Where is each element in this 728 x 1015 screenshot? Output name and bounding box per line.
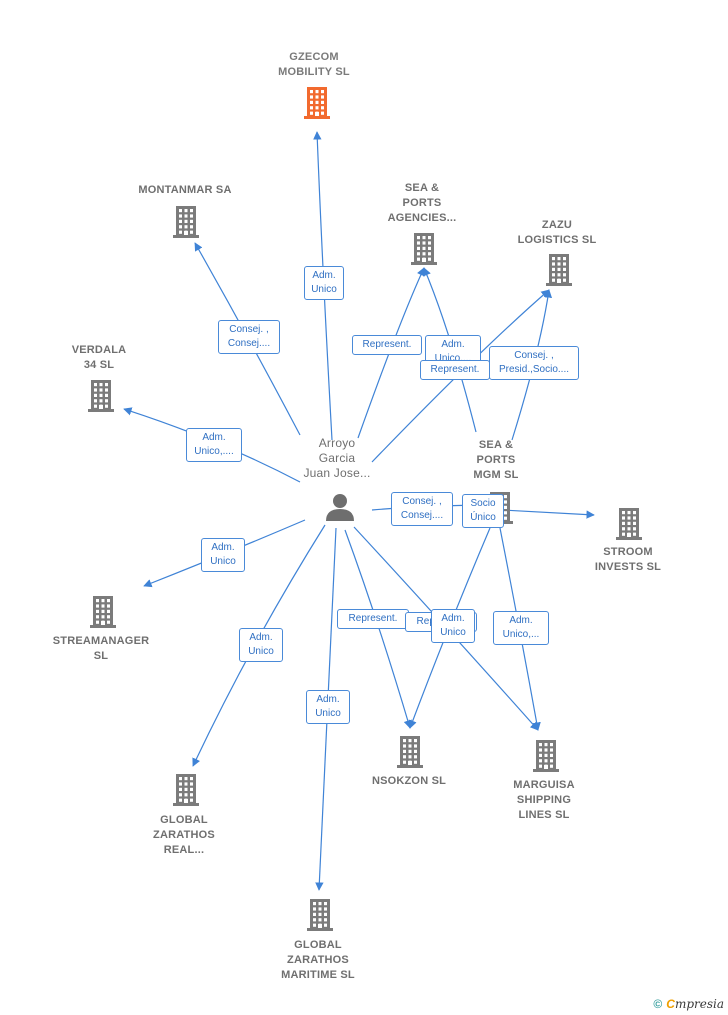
edge-label-person-to-zazu[interactable]: Represent. bbox=[420, 360, 490, 380]
edge-label-person-to-gz_real[interactable]: Adm. Unico bbox=[239, 628, 283, 662]
person-icon bbox=[326, 494, 354, 521]
edge-person-to-nsokzon bbox=[344, 529, 412, 729]
edge-label-seaports_mgm-to-stroom[interactable]: Socio Único bbox=[462, 494, 504, 528]
edge-label-person-to-seaports_mgm[interactable]: Consej. , Consej.... bbox=[391, 492, 453, 526]
node-label-seaports_agencies[interactable]: SEA & PORTS AGENCIES... bbox=[387, 182, 457, 224]
building-icon bbox=[411, 233, 437, 265]
copyright-symbol: © bbox=[653, 997, 663, 1011]
node-label-gz_real[interactable]: GLOBAL ZARATHOS REAL... bbox=[153, 814, 215, 856]
edge-label-person-to-verdala[interactable]: Adm. Unico,.... bbox=[186, 428, 242, 462]
building-icon bbox=[616, 508, 642, 540]
brand-initial: C bbox=[666, 997, 675, 1011]
building-icon bbox=[173, 206, 199, 238]
edge-label-seaports_mgm-to-zazu[interactable]: Consej. , Presid.,Socio.... bbox=[489, 346, 579, 380]
edge-label-seaports_mgm-to-nsokzon[interactable]: Adm. Unico bbox=[431, 609, 475, 643]
edge-label-person-to-montanmar[interactable]: Consej. , Consej.... bbox=[218, 320, 280, 354]
edge-label-person-to-streamanager[interactable]: Adm. Unico bbox=[201, 538, 245, 572]
edge-label-person-to-gz_maritime[interactable]: Adm. Unico bbox=[306, 690, 350, 724]
node-label-nsokzon[interactable]: NSOKZON SL bbox=[371, 775, 447, 787]
node-label-zazu[interactable]: ZAZU LOGISTICS SL bbox=[517, 219, 597, 246]
edge-label-person-to-gzecom[interactable]: Adm. Unico bbox=[304, 266, 344, 300]
brand-name: mpresia bbox=[674, 997, 724, 1011]
node-label-person[interactable]: Arroyo Garcia Juan Jose... bbox=[303, 436, 371, 480]
node-label-verdala[interactable]: VERDALA 34 SL bbox=[71, 344, 127, 371]
node-label-gz_maritime[interactable]: GLOBAL ZARATHOS MARITIME SL bbox=[281, 939, 355, 981]
nodes-layer bbox=[88, 87, 642, 931]
edge-label-person-to-nsokzon[interactable]: Represent. bbox=[337, 609, 409, 629]
node-label-stroom[interactable]: STROOM INVESTS SL bbox=[594, 546, 662, 573]
edge-label-person-to-seaports_agencies[interactable]: Represent. bbox=[352, 335, 422, 355]
node-label-montanmar[interactable]: MONTANMAR SA bbox=[138, 184, 232, 196]
footer-brand: ©Cmpresia bbox=[653, 997, 724, 1011]
building-icon bbox=[88, 380, 114, 412]
node-label-streamanager[interactable]: STREAMANAGER SL bbox=[52, 635, 150, 662]
building-icon bbox=[90, 596, 116, 628]
building-icon bbox=[546, 254, 572, 286]
edge-seaports_mgm-to-stroom bbox=[501, 509, 595, 519]
edge-label-seaports_mgm-to-marguisa[interactable]: Adm. Unico,... bbox=[493, 611, 549, 645]
building-icon bbox=[533, 740, 559, 772]
building-icon bbox=[397, 736, 423, 768]
building-icon bbox=[307, 899, 333, 931]
building-icon bbox=[304, 87, 330, 119]
node-label-marguisa[interactable]: MARGUISA SHIPPING LINES SL bbox=[513, 779, 575, 821]
node-label-seaports_mgm[interactable]: SEA & PORTS MGM SL bbox=[473, 439, 519, 481]
building-icon bbox=[173, 774, 199, 806]
node-label-gzecom[interactable]: GZECOM MOBILITY SL bbox=[278, 51, 350, 78]
